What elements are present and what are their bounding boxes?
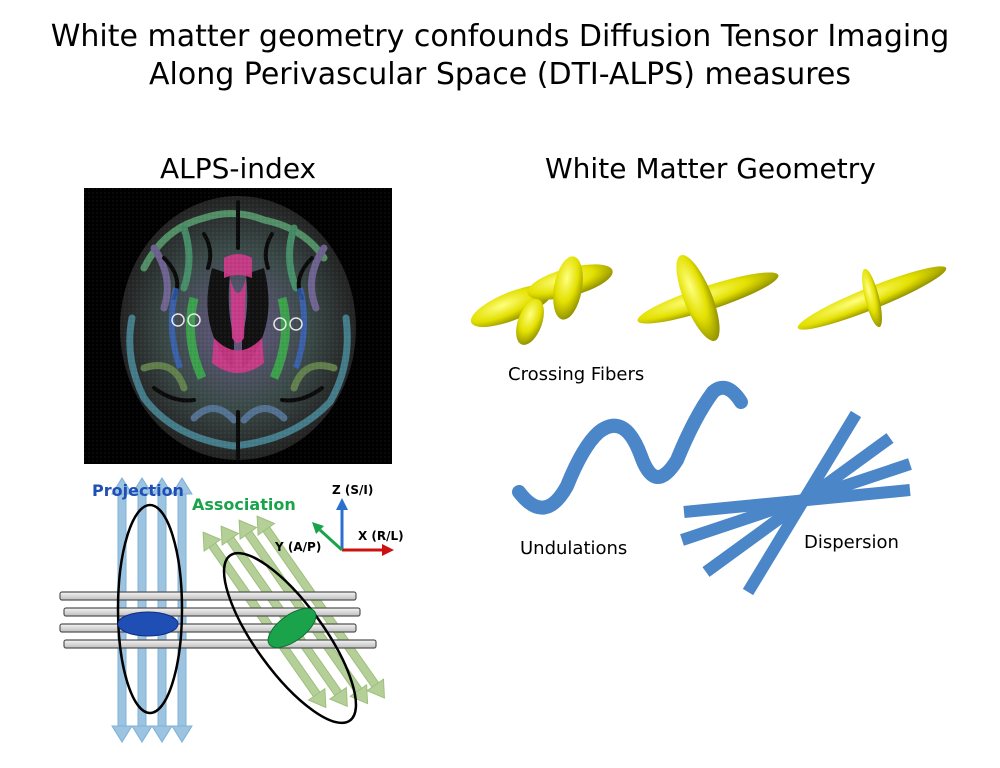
y-axis-arrow — [318, 528, 344, 552]
projection-label: Projection — [92, 481, 184, 500]
association-label: Association — [192, 495, 296, 514]
brain-illustration — [84, 188, 392, 464]
undulations-label: Undulations — [520, 538, 628, 559]
association-diffusion-ellipse — [222, 551, 358, 725]
title-line-2: Along Perivascular Space (DTI-ALPS) meas… — [149, 57, 851, 92]
projection-diffusion-ellipse — [116, 503, 184, 715]
brain-dti-image — [84, 188, 392, 464]
crossing-glyph — [470, 256, 613, 345]
axis-triad — [312, 498, 394, 556]
z-axis-label: Z (S/I) — [332, 483, 374, 497]
undulating-fiber — [512, 380, 748, 515]
association-tensor — [267, 607, 317, 649]
perivascular-bar — [59, 591, 357, 601]
white-matter-geometry-heading: White Matter Geometry — [545, 152, 876, 185]
alps-schematic — [59, 477, 394, 743]
dispersion-label: Dispersion — [804, 532, 899, 553]
y-axis-label: Y (A/P) — [275, 540, 322, 554]
crossing-glyph — [637, 255, 779, 341]
figure-title: White matter geometry confounds Diffusio… — [0, 18, 1000, 94]
association-arrow — [202, 531, 327, 709]
undulation-illustration — [512, 380, 748, 515]
association-arrow — [256, 515, 385, 699]
crossing-glyph — [797, 266, 947, 330]
alps-index-heading: ALPS-index — [160, 152, 317, 185]
crossing-fiber-glyphs — [470, 255, 947, 345]
dispersed-fibers — [680, 410, 912, 596]
dispersed-fiber — [742, 410, 862, 596]
perivascular-bar — [63, 639, 377, 649]
title-line-1: White matter geometry confounds Diffusio… — [50, 19, 950, 54]
x-axis-label: X (R/L) — [358, 529, 404, 543]
projection-tensor — [117, 611, 179, 637]
crossing-fibers-label: Crossing Fibers — [508, 364, 645, 385]
dispersion-illustration — [680, 410, 912, 596]
